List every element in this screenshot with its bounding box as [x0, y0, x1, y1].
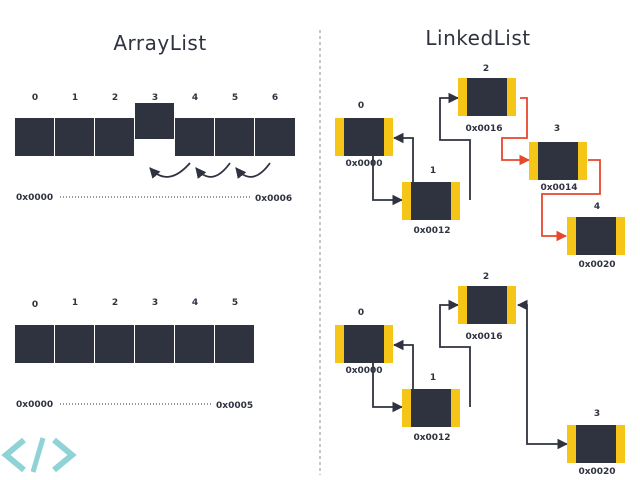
end-address: 0x0005: [216, 401, 253, 411]
node-pointer-slot: [402, 389, 411, 427]
link-arrow: [439, 92, 471, 200]
array-cell: [15, 325, 54, 363]
arraylist-before: 0 1 2 3 4 5 6 0x0000 0x0006: [15, 93, 295, 204]
node-data: [467, 286, 507, 324]
node-pointer-slot: [335, 118, 344, 156]
node-address: 0x0012: [413, 226, 450, 236]
linkedlist-after: 0 0x0000 1 0x0012 2 0x0016 3 0x0020: [335, 272, 625, 477]
node-data: [411, 389, 451, 427]
array-index: 3: [152, 298, 158, 308]
removed-link-arrow: [541, 159, 601, 242]
link-arrow: [439, 299, 471, 407]
shift-arrow: [235, 162, 271, 179]
code-logo: [1, 437, 77, 473]
end-address: 0x0006: [255, 194, 292, 204]
logo-slash: [30, 437, 46, 473]
array-index: 4: [192, 298, 198, 308]
node-index: 3: [554, 124, 560, 134]
array-cell: [95, 118, 134, 156]
array-cell: [55, 118, 94, 156]
arraylist-after: 0 1 2 3 4 5 0x0000 0x0005: [15, 298, 254, 411]
array-index-removed: 3: [152, 93, 158, 103]
array-index: 2: [112, 298, 118, 308]
link-arrow: [372, 363, 404, 413]
node-data: [411, 182, 451, 220]
node-pointer-slot: [616, 217, 625, 255]
node-index: 4: [594, 202, 600, 212]
array-cell: [215, 118, 254, 156]
array-index: 4: [192, 93, 198, 103]
node-address: 0x0016: [465, 332, 502, 342]
array-index: 1: [72, 93, 78, 103]
array-cell: [215, 325, 254, 363]
array-cell: [15, 118, 54, 156]
node-pointer-slot: [567, 217, 576, 255]
start-address: 0x0000: [16, 400, 53, 410]
node-data: [576, 425, 616, 463]
link-arrow: [516, 299, 569, 450]
node-pointer-slot: [529, 142, 538, 180]
link-arrow: [392, 339, 414, 407]
node-pointer-slot: [567, 425, 576, 463]
node-data: [576, 217, 616, 255]
link-arrow: [372, 156, 404, 206]
logo-bracket-right: [52, 437, 77, 473]
array-index: 0: [32, 93, 38, 103]
node-data: [467, 78, 507, 116]
node-pointer-slot: [451, 182, 460, 220]
array-index: 5: [232, 93, 238, 103]
node-address: 0x0020: [578, 260, 615, 270]
array-cell: [175, 118, 214, 156]
shift-arrow: [149, 162, 191, 179]
node-data: [344, 325, 384, 363]
node-pointer-slot: [507, 78, 516, 116]
node-pointer-slot: [458, 286, 467, 324]
node-pointer-slot: [616, 425, 625, 463]
array-index: 2: [112, 93, 118, 103]
node-index: 3: [594, 409, 600, 419]
start-address: 0x0000: [16, 193, 53, 203]
node-pointer-slot: [335, 325, 344, 363]
removed-link-arrow: [501, 97, 531, 166]
linkedlist-before: 0 0x0000 1 0x0012 2 0x0016 3 0x0014 4 0x…: [335, 64, 625, 270]
node-pointer-slot: [578, 142, 587, 180]
array-cell: [95, 325, 134, 363]
array-cell: [135, 325, 174, 363]
node-pointer-slot: [458, 78, 467, 116]
array-index: 6: [272, 93, 278, 103]
node-pointer-slot: [384, 118, 393, 156]
node-address: 0x0020: [578, 467, 615, 477]
array-cell: [175, 325, 214, 363]
array-index: 5: [232, 298, 238, 308]
node-index: 0: [358, 308, 364, 318]
arraylist-title: ArrayList: [113, 31, 206, 55]
array-index: 0: [32, 300, 38, 310]
node-address: 0x0016: [465, 124, 502, 134]
node-pointer-slot: [402, 182, 411, 220]
linkedlist-title: LinkedList: [425, 26, 530, 50]
node-index: 1: [430, 166, 436, 176]
node-pointer-slot: [384, 325, 393, 363]
array-cell: [55, 325, 94, 363]
node-address: 0x0014: [540, 183, 577, 193]
node-index: 2: [483, 272, 489, 282]
link-arrow: [392, 132, 414, 200]
node-address: 0x0000: [345, 366, 382, 376]
array-index: 1: [72, 298, 78, 308]
shift-arrow: [195, 162, 231, 179]
node-data-removed: [538, 142, 578, 180]
array-cell-removed: [135, 103, 174, 139]
node-pointer-slot: [451, 389, 460, 427]
node-address: 0x0000: [345, 159, 382, 169]
node-data: [344, 118, 384, 156]
node-pointer-slot: [507, 286, 516, 324]
array-cell: [255, 118, 295, 156]
node-address: 0x0012: [413, 433, 450, 443]
node-index: 2: [483, 64, 489, 74]
node-index: 0: [358, 101, 364, 111]
node-index: 1: [430, 373, 436, 383]
logo-bracket-left: [1, 437, 26, 473]
